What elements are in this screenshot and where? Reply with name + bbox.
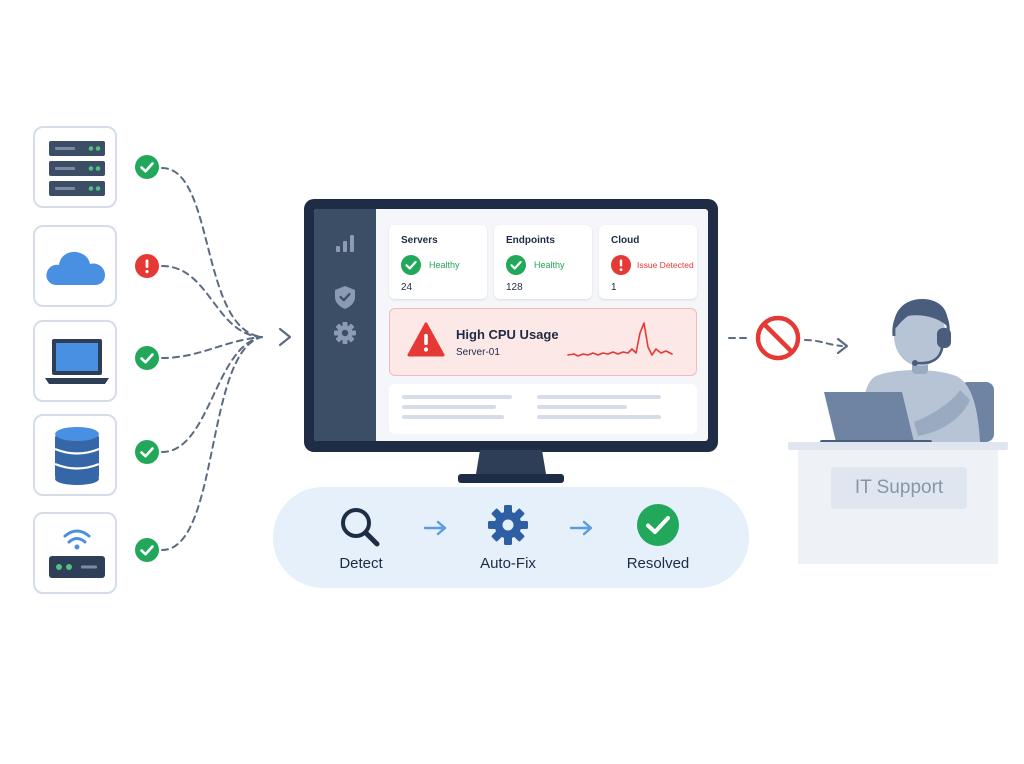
device-tile-cloud bbox=[33, 225, 117, 307]
support-label: IT Support bbox=[831, 467, 967, 509]
shield-check-icon bbox=[335, 286, 355, 309]
connector-cloud bbox=[161, 265, 263, 338]
status-badge-cloud bbox=[135, 254, 159, 278]
cpu-sparkline bbox=[567, 322, 673, 357]
database-icon bbox=[54, 427, 100, 485]
alert-panel[interactable]: High CPU Usage Server-01 bbox=[389, 308, 697, 376]
sidebar-item-analytics[interactable] bbox=[331, 229, 359, 257]
stat-card-cloud[interactable]: Cloud Issue Detected 1 bbox=[599, 225, 697, 299]
connector-server bbox=[161, 167, 263, 338]
placeholder-line bbox=[402, 415, 504, 419]
check-icon bbox=[135, 440, 159, 464]
no-entry-icon bbox=[755, 315, 801, 361]
status-badge-server bbox=[135, 155, 159, 179]
gear-icon bbox=[334, 322, 356, 344]
arrowhead-to-monitor bbox=[278, 327, 292, 347]
connector-database bbox=[161, 336, 263, 453]
sidebar-item-settings[interactable] bbox=[331, 319, 359, 347]
status-badge-laptop bbox=[135, 346, 159, 370]
stat-card-status: Issue Detected bbox=[637, 260, 694, 270]
exclamation-icon bbox=[611, 255, 631, 275]
stat-card-endpoints[interactable]: Endpoints Healthy 128 bbox=[494, 225, 592, 299]
arrow-right-icon bbox=[569, 520, 593, 536]
check-icon bbox=[401, 255, 421, 275]
connector-laptop bbox=[161, 336, 263, 359]
exclamation-icon bbox=[135, 254, 159, 278]
status-badge-router bbox=[135, 538, 159, 562]
server-rack-icon bbox=[49, 141, 105, 196]
cloud-icon bbox=[46, 251, 105, 285]
check-icon bbox=[506, 255, 526, 275]
placeholder-line bbox=[402, 405, 496, 409]
placeholder-line bbox=[537, 395, 661, 399]
stat-card-title: Endpoints bbox=[506, 235, 555, 246]
monitor-stand bbox=[458, 450, 564, 483]
support-agent-illustration bbox=[788, 298, 1008, 564]
arrow-right-icon bbox=[423, 520, 447, 536]
connector-router bbox=[161, 336, 263, 551]
status-badge-database bbox=[135, 440, 159, 464]
process-step-resolved: Resolved bbox=[626, 555, 690, 572]
stat-card-status: Healthy bbox=[429, 260, 460, 270]
stat-card-count: 128 bbox=[506, 282, 523, 293]
sidebar-item-security[interactable] bbox=[331, 283, 359, 311]
check-icon bbox=[135, 346, 159, 370]
arrowhead-to-support bbox=[836, 337, 849, 355]
dashboard-screen: Servers Healthy 24 Endpoints Healthy 128… bbox=[314, 209, 708, 441]
dashboard-sidebar bbox=[314, 209, 376, 441]
process-step-autofix: Auto-Fix bbox=[480, 555, 536, 572]
alert-subtitle: Server-01 bbox=[456, 347, 500, 358]
placeholder-line bbox=[537, 415, 661, 419]
check-circle-icon bbox=[637, 504, 679, 546]
stat-card-count: 24 bbox=[401, 282, 413, 293]
gear-icon bbox=[488, 505, 528, 545]
laptop-icon bbox=[45, 339, 109, 384]
warning-triangle-icon bbox=[407, 322, 445, 358]
stat-card-count: 1 bbox=[611, 282, 617, 293]
check-icon bbox=[135, 538, 159, 562]
details-panel bbox=[389, 384, 697, 434]
placeholder-line bbox=[537, 405, 627, 409]
stat-card-status: Healthy bbox=[534, 260, 565, 270]
placeholder-line bbox=[402, 395, 512, 399]
process-flow: Detect Auto-Fix Resolv bbox=[273, 487, 749, 588]
stat-card-title: Servers bbox=[401, 235, 438, 246]
alert-title: High CPU Usage bbox=[456, 327, 559, 342]
wifi-router-icon bbox=[49, 529, 105, 578]
connector-block-to-support bbox=[804, 339, 843, 347]
device-tile-router bbox=[33, 512, 117, 594]
monitor: Servers Healthy 24 Endpoints Healthy 128… bbox=[304, 199, 718, 452]
bar-chart-icon bbox=[336, 235, 354, 252]
device-tile-database bbox=[33, 414, 117, 496]
magnifier-icon bbox=[341, 508, 380, 547]
process-step-detect: Detect bbox=[339, 555, 383, 572]
device-tile-laptop bbox=[33, 320, 117, 402]
stat-card-title: Cloud bbox=[611, 235, 640, 246]
stat-card-servers[interactable]: Servers Healthy 24 bbox=[389, 225, 487, 299]
check-icon bbox=[135, 155, 159, 179]
device-tile-server bbox=[33, 126, 117, 208]
